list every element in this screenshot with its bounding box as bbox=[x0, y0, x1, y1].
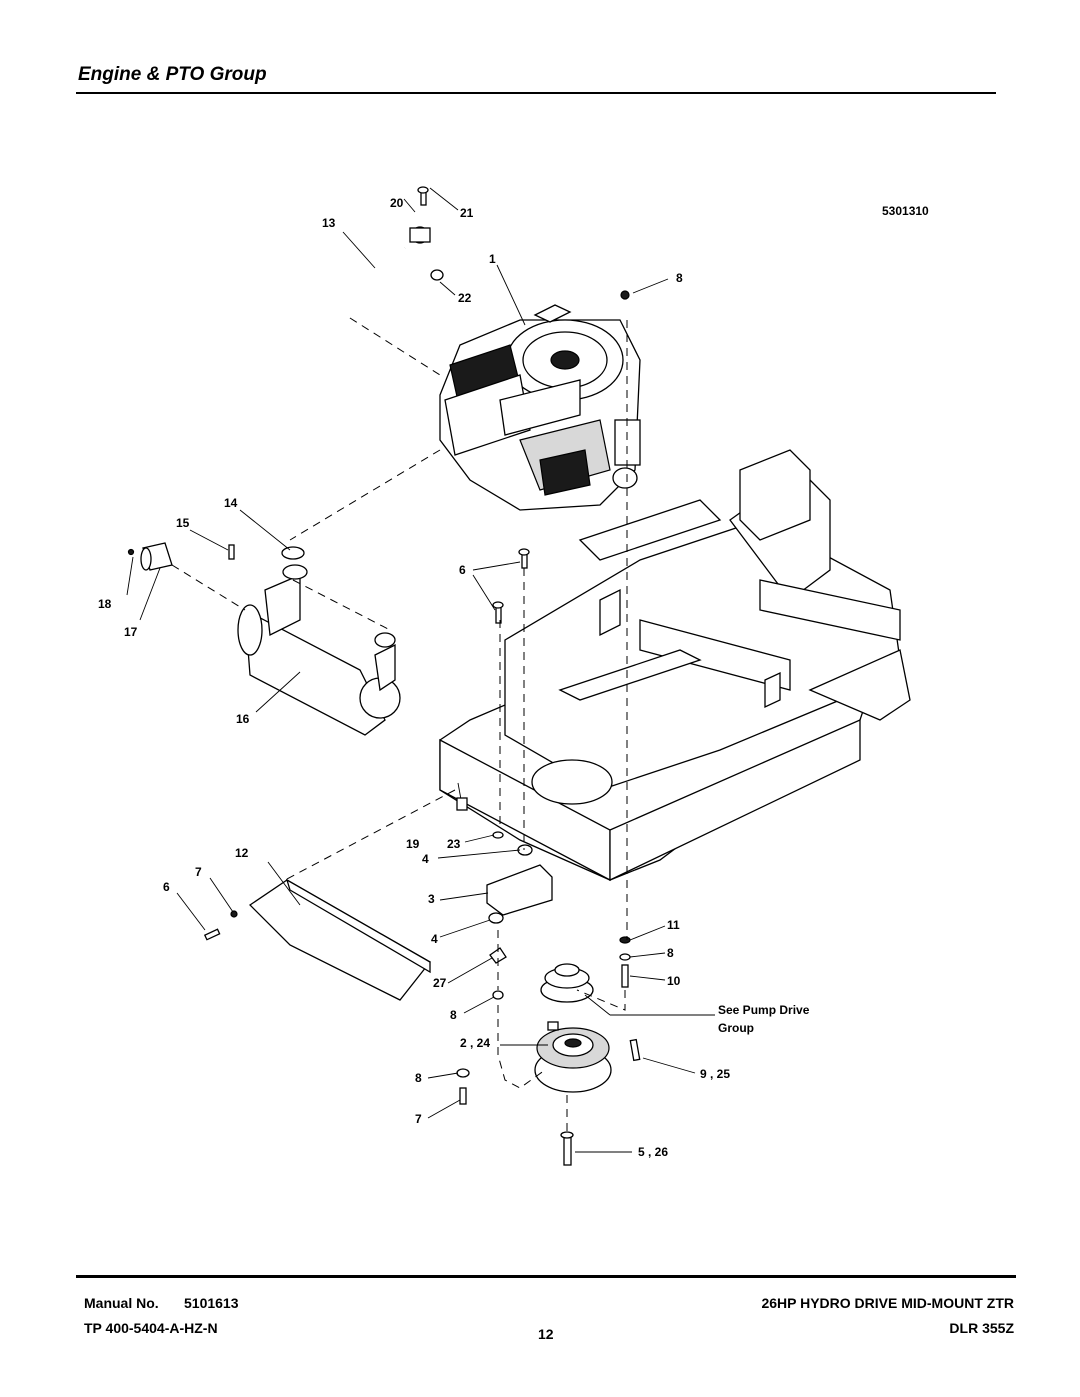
tailpipe bbox=[127, 542, 235, 571]
model-description: 26HP HYDRO DRIVE MID-MOUNT ZTR bbox=[761, 1295, 1014, 1311]
leader-lines bbox=[126, 187, 715, 1153]
frame-assembly bbox=[439, 449, 911, 882]
callout-27: 27 bbox=[433, 976, 447, 990]
deflector-shield bbox=[230, 878, 431, 1001]
callout-4-upper: 4 bbox=[422, 852, 429, 866]
page-number: 12 bbox=[538, 1326, 554, 1342]
exploded-parts-diagram: 5301310 20 21 13 1 8 22 14 15 6 18 17 16… bbox=[98, 186, 929, 1166]
callout-6-top: 6 bbox=[459, 563, 466, 577]
clutch-bolt bbox=[560, 290, 641, 1166]
callout-15: 15 bbox=[176, 516, 190, 530]
callout-8-top: 8 bbox=[676, 271, 683, 285]
footer-rule bbox=[76, 1275, 1016, 1278]
callout-1: 1 bbox=[489, 252, 496, 266]
engine bbox=[439, 304, 641, 511]
callout-9-25: 9 , 25 bbox=[700, 1067, 730, 1081]
callout-4-lower: 4 bbox=[431, 932, 438, 946]
callout-14: 14 bbox=[224, 496, 238, 510]
see-pump-drive-line2: Group bbox=[718, 1021, 754, 1035]
callout-2-24: 2 , 24 bbox=[460, 1036, 490, 1050]
callout-labels: 5301310 20 21 13 1 8 22 14 15 6 18 17 16… bbox=[98, 196, 929, 1159]
assembly-lines bbox=[171, 317, 628, 1135]
callout-21: 21 bbox=[460, 206, 474, 220]
callout-18: 18 bbox=[98, 597, 112, 611]
figure-number: 5301310 bbox=[882, 204, 929, 218]
callout-17: 17 bbox=[124, 625, 138, 639]
page-title: Engine & PTO Group bbox=[78, 64, 267, 85]
callout-22: 22 bbox=[458, 291, 472, 305]
callout-8-low: 8 bbox=[415, 1071, 422, 1085]
callout-10: 10 bbox=[667, 974, 681, 988]
callout-23: 23 bbox=[447, 837, 461, 851]
muffler bbox=[237, 546, 401, 736]
callout-20: 20 bbox=[390, 196, 404, 210]
tp-code: TP 400-5404-A-HZ-N bbox=[84, 1320, 218, 1336]
callout-19: 19 bbox=[406, 837, 420, 851]
callout-13: 13 bbox=[322, 216, 336, 230]
bolts-6 bbox=[203, 548, 530, 941]
callout-8-mid: 8 bbox=[450, 1008, 457, 1022]
callout-5-26: 5 , 26 bbox=[638, 1145, 668, 1159]
callout-16: 16 bbox=[236, 712, 250, 726]
callout-7-low: 7 bbox=[415, 1112, 422, 1126]
pto-hardware bbox=[456, 831, 553, 1105]
exhaust-pipe bbox=[332, 245, 407, 320]
title-rule bbox=[76, 92, 996, 94]
manual-label: Manual No. bbox=[84, 1295, 159, 1311]
callout-3: 3 bbox=[428, 892, 435, 906]
model-code: DLR 355Z bbox=[949, 1320, 1014, 1336]
callout-6-left: 6 bbox=[163, 880, 170, 894]
callout-7-left: 7 bbox=[195, 865, 202, 879]
callout-8-right: 8 bbox=[667, 946, 674, 960]
manual-number: 5101613 bbox=[184, 1295, 239, 1311]
frame-fastener bbox=[456, 797, 468, 811]
see-pump-drive-line1: See Pump Drive bbox=[718, 1003, 810, 1017]
pulley bbox=[540, 963, 594, 1003]
callout-11: 11 bbox=[667, 918, 680, 932]
pto-clutch bbox=[534, 1021, 612, 1093]
callout-12: 12 bbox=[235, 846, 249, 860]
clamp-hardware bbox=[409, 186, 444, 281]
